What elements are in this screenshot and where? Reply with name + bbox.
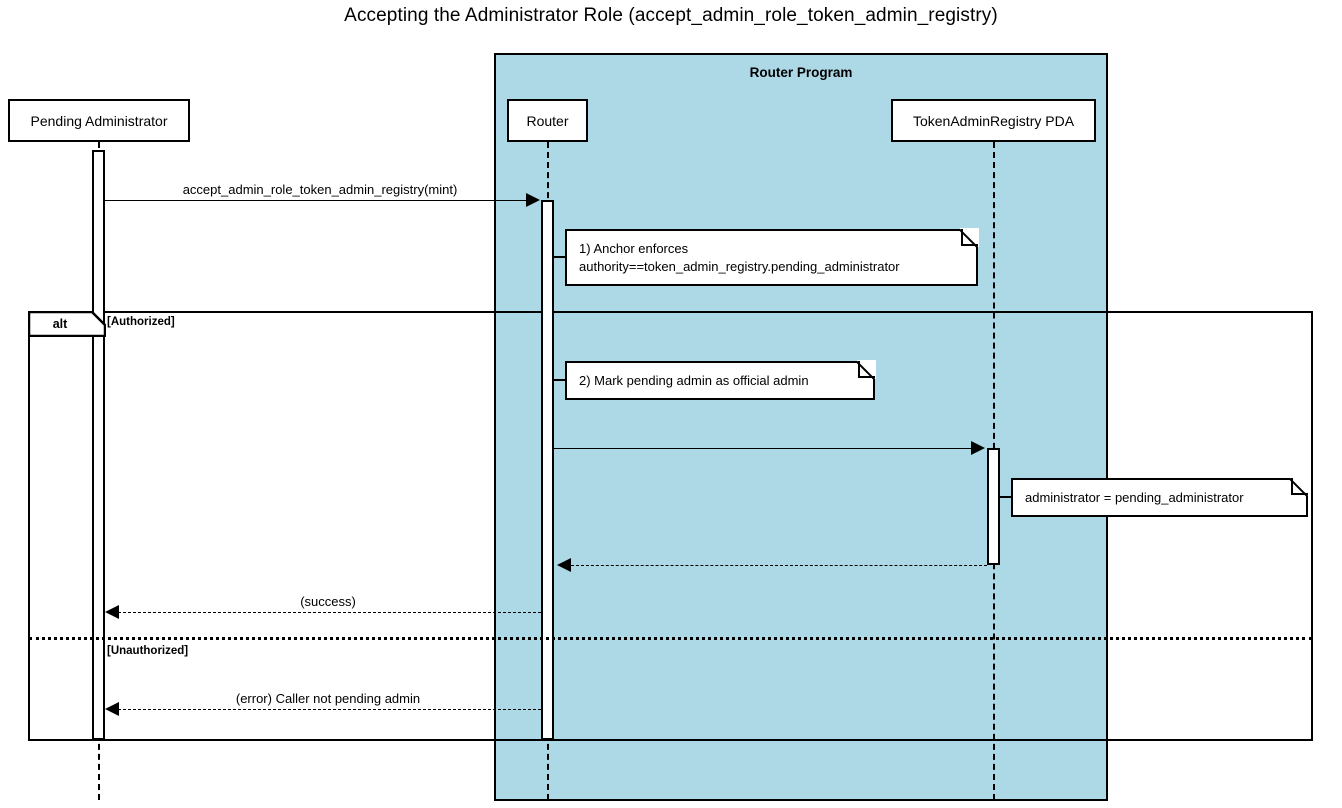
message-arrowhead-error — [105, 702, 119, 716]
note-fold — [961, 229, 978, 246]
note-connector — [554, 256, 567, 258]
group-box-router-program: Router Program — [494, 53, 1108, 801]
note-line-2: authority==token_admin_registry.pending_… — [579, 258, 900, 274]
note-line-1: 2) Mark pending admin as official admin — [579, 372, 809, 388]
page-title: Accepting the Administrator Role (accept… — [344, 5, 998, 26]
note-mark-pending-admin: 2) Mark pending admin as official admin — [554, 360, 876, 400]
message-line-error — [118, 709, 541, 710]
note-body — [1011, 478, 1308, 517]
activation-pending-administrator — [92, 150, 105, 740]
note-fold-diagonal — [856, 361, 875, 380]
guard-unauthorized: [Unauthorized] — [107, 645, 189, 657]
participant-pending-administrator[interactable]: Pending Administrator — [8, 99, 190, 142]
note-line-1: administrator = pending_administrator — [1025, 489, 1244, 505]
note-administrator-assignment: administrator = pending_administrator — [999, 477, 1309, 517]
group-label: Router Program — [749, 65, 853, 80]
note-connector — [554, 379, 567, 381]
participant-label: TokenAdminRegistry PDA — [912, 112, 1075, 129]
alt-operator-label: alt — [52, 317, 68, 331]
activation-token-admin-registry-pda — [987, 448, 1000, 565]
participant-label: Router — [526, 112, 569, 129]
participant-token-admin-registry-pda[interactable]: TokenAdminRegistry PDA — [891, 99, 1096, 142]
note-text: 1) Anchor enforces authority==token_admi… — [579, 229, 964, 286]
message-arrowhead-accept-admin-role — [526, 193, 540, 207]
message-line-registry-return — [571, 565, 987, 566]
note-fold-diagonal — [959, 229, 978, 248]
alt-fragment-divider — [29, 637, 1312, 640]
note-fold — [858, 361, 875, 378]
activation-router — [541, 200, 554, 740]
message-line-success — [118, 612, 541, 613]
message-line-update-registry — [554, 448, 972, 449]
note-body — [565, 361, 875, 400]
note-connector — [999, 496, 1013, 498]
message-arrowhead-update-registry — [971, 441, 985, 455]
message-arrowhead-success — [105, 605, 119, 619]
note-anchor-enforces: 1) Anchor enforces authority==token_admi… — [554, 228, 979, 286]
participant-label: Pending Administrator — [30, 112, 168, 129]
note-text: administrator = pending_administrator — [1025, 478, 1294, 517]
note-body — [565, 229, 978, 286]
message-line-accept-admin-role — [105, 200, 528, 201]
message-label-accept-admin-role: accept_admin_role_token_admin_registry(m… — [182, 182, 458, 197]
message-arrowhead-registry-return — [557, 558, 571, 572]
note-fold-diagonal — [1289, 478, 1308, 497]
note-line-1: 1) Anchor enforces — [579, 241, 689, 257]
guard-authorized: [Authorized] — [107, 316, 175, 328]
message-label-error: (error) Caller not pending admin — [235, 691, 421, 706]
message-label-success: (success) — [300, 594, 356, 609]
alt-fragment-tab: alt — [27, 310, 107, 338]
note-text: 2) Mark pending admin as official admin — [579, 361, 861, 400]
note-fold — [1291, 478, 1308, 495]
participant-router[interactable]: Router — [507, 99, 588, 142]
